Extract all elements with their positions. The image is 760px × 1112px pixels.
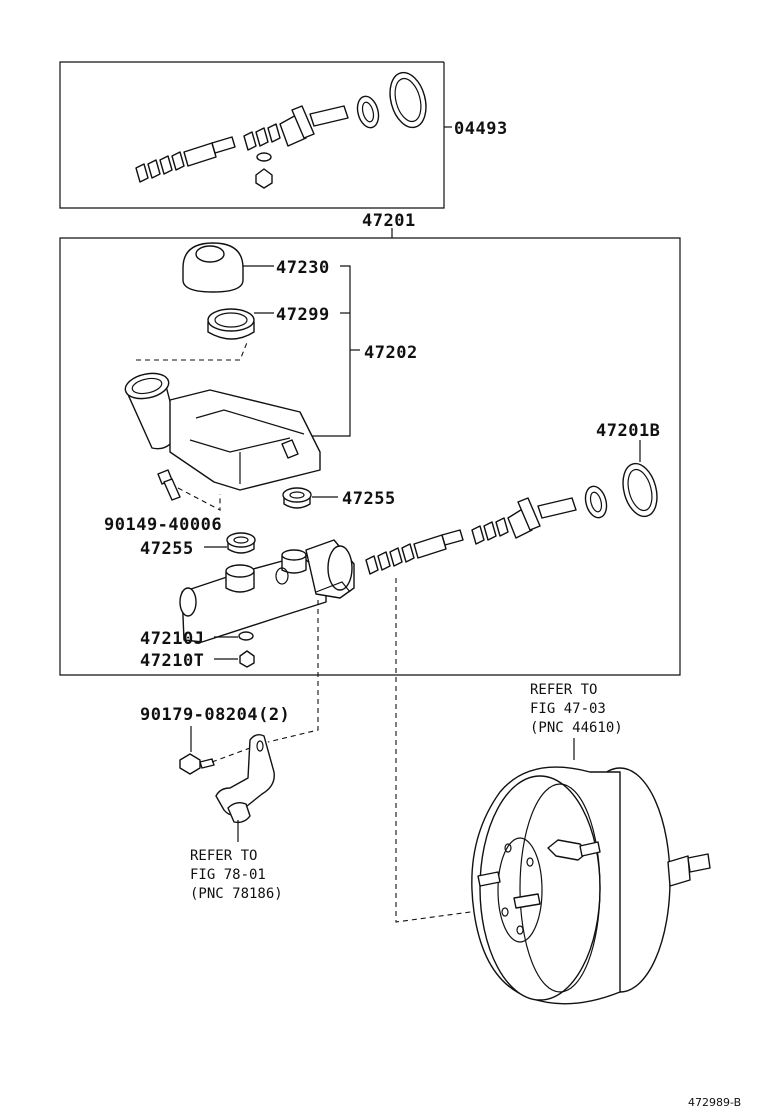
- part-label-47255-upper: 47255: [342, 489, 396, 509]
- part-label-47210T: 47210T: [140, 651, 204, 671]
- part-label-47201B: 47201B: [596, 421, 660, 441]
- main-piston-assembly: 47201B: [365, 421, 660, 575]
- part-label-47255-lower: 47255: [140, 539, 194, 559]
- grommet-upper: 47255: [282, 487, 396, 509]
- part-label-47210J: 47210J: [140, 629, 204, 649]
- part-label-47202: 47202: [364, 343, 418, 363]
- kit-piston-assembly: [135, 71, 427, 189]
- reservoir-tank: [124, 372, 321, 491]
- booster-ref-line-3: (PNC 44610): [530, 720, 623, 736]
- bracket-ref-line-1: REFER TO: [190, 848, 257, 864]
- grommet-lower: 47255: [140, 532, 256, 559]
- booster-ref-line-1: REFER TO: [530, 682, 597, 698]
- booster-reference-note: REFER TO FIG 47-03 (PNC 44610): [530, 682, 623, 760]
- bracket-ref-line-2: FIG 78-01: [190, 867, 266, 883]
- master-cylinder-body: [179, 539, 355, 643]
- cylinder-bracket-guide: [267, 600, 319, 743]
- mounting-bracket: [215, 733, 275, 842]
- assembly-bracket-47202: 47202: [312, 265, 418, 437]
- master-cylinder-box: 47201: [59, 211, 681, 676]
- part-label-90179-08204: 90179-08204(2): [140, 705, 290, 725]
- booster-ref-line-2: FIG 47-03: [530, 701, 606, 717]
- bracket-ref-line-3: (PNC 78186): [190, 886, 283, 902]
- figure-id: 472989-B: [688, 1096, 741, 1109]
- repair-kit-box: 04493: [59, 61, 508, 209]
- strainer-guide-line: [136, 339, 249, 361]
- part-label-04493: 04493: [454, 119, 508, 139]
- part-label-90149-40006: 90149-40006: [104, 515, 222, 535]
- part-label-47230: 47230: [276, 258, 330, 278]
- bracket-reference-note: REFER TO FIG 78-01 (PNC 78186): [190, 848, 283, 902]
- reservoir-cap: 47230: [182, 242, 330, 293]
- part-label-47299: 47299: [276, 305, 330, 325]
- part-label-47201: 47201: [362, 211, 416, 231]
- mounting-bolt: 90179-08204(2): [140, 705, 290, 775]
- gasket-and-nut: 47210J 47210T: [140, 629, 255, 671]
- cylinder-booster-guide: [395, 578, 501, 923]
- reservoir-bolt: 90149-40006: [104, 469, 222, 535]
- brake-booster: [471, 766, 711, 1005]
- reservoir-strainer: 47299: [207, 305, 330, 340]
